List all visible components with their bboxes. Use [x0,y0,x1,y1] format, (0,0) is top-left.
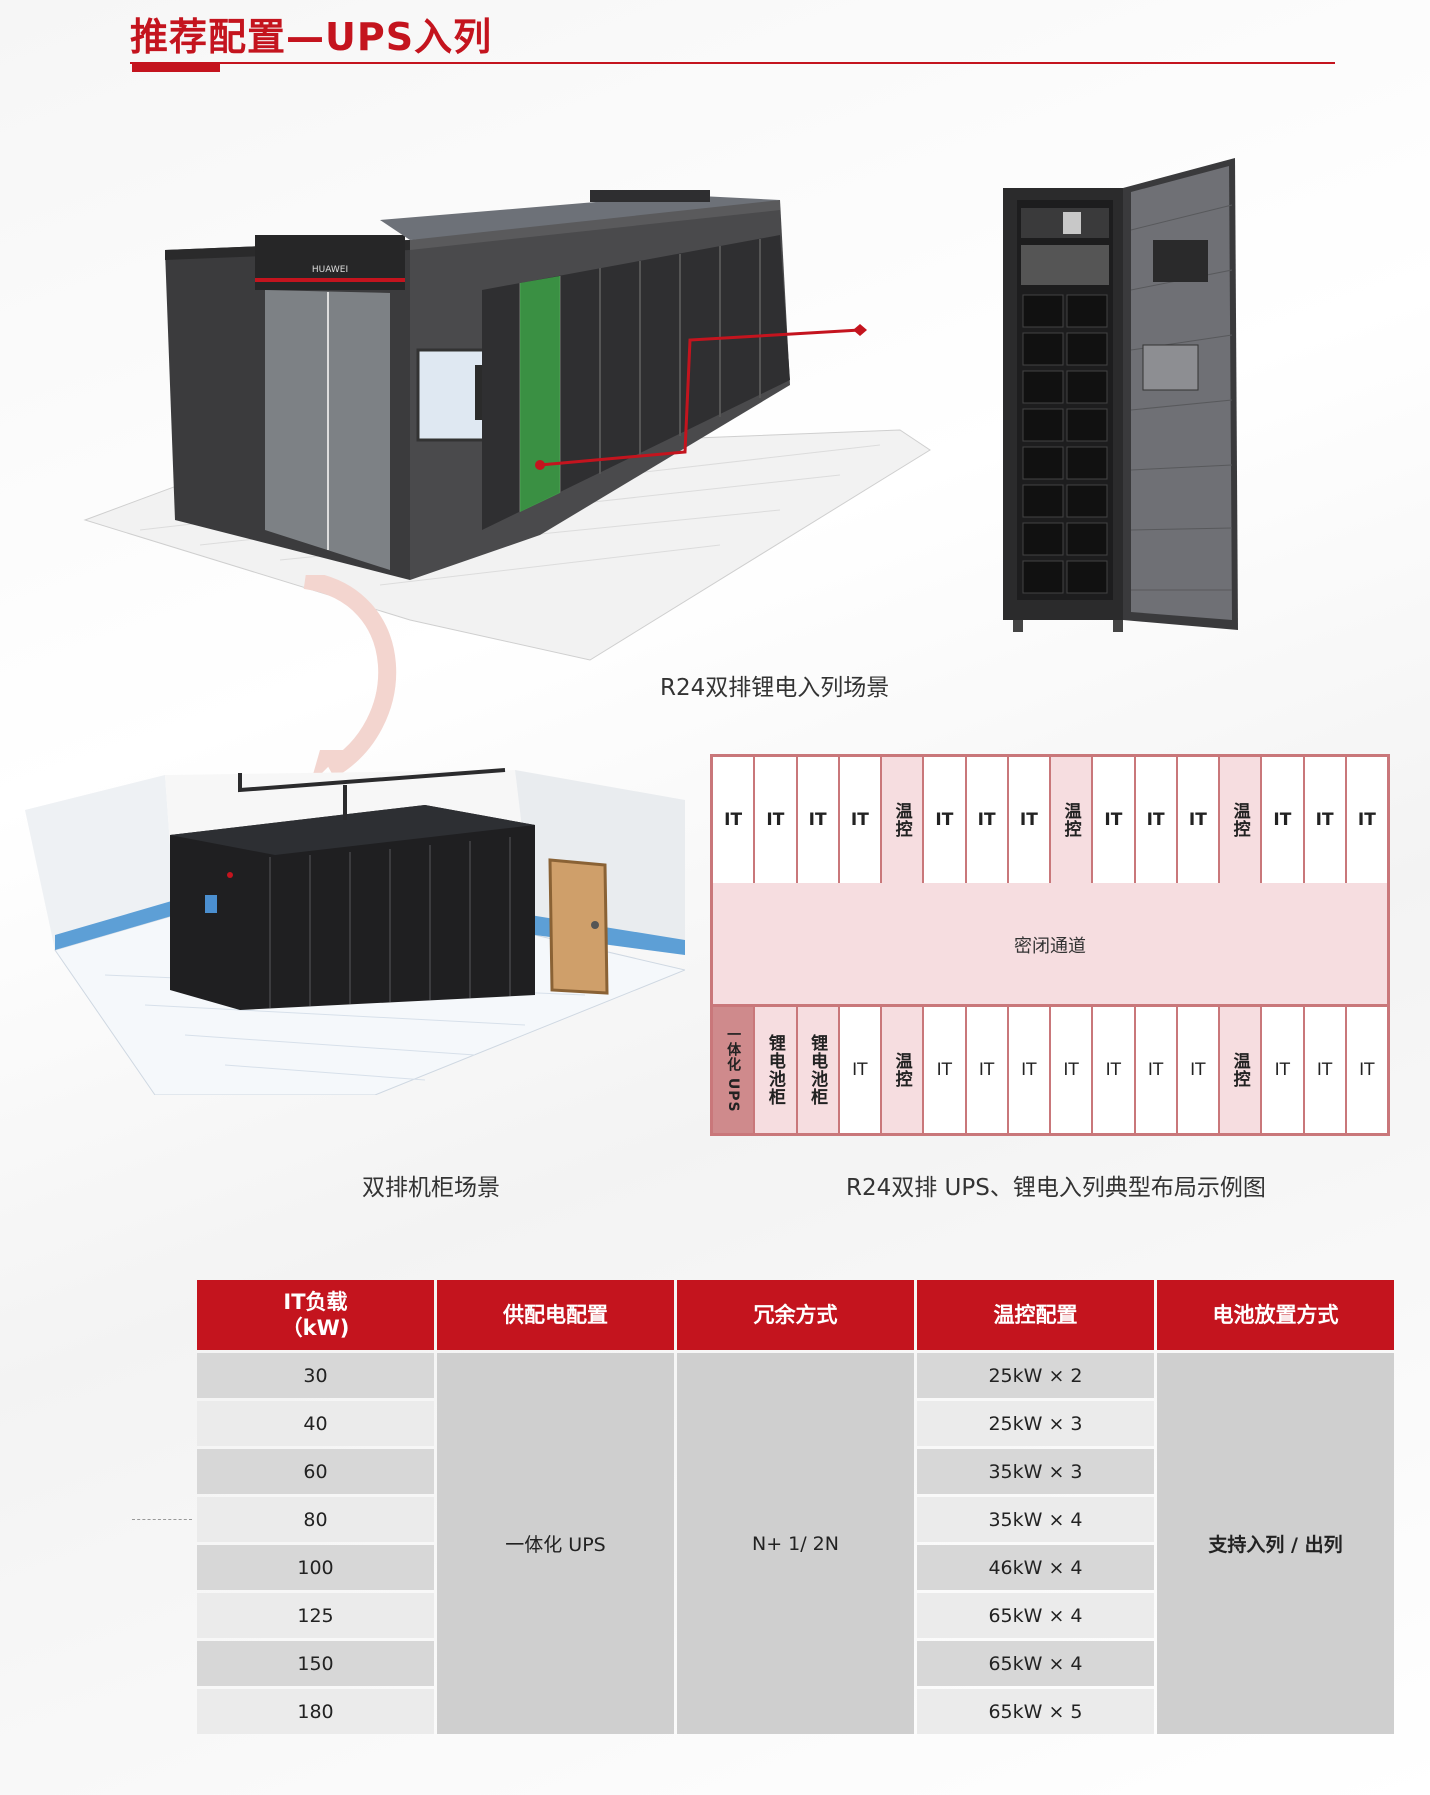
cooling-cell: 65kW × 4 [917,1641,1154,1686]
cooling-cell: 65kW × 4 [917,1593,1154,1638]
config-table: IT负载 （kW) 供配电配置 冗余方式 温控配置 电池放置方式 30 一体化 … [194,1277,1397,1737]
modular-datacenter-illustration: HUAWEI [83,190,931,661]
cooling-cell: 25kW × 3 [917,1401,1154,1446]
table-header: 电池放置方式 [1157,1280,1394,1350]
layout-cell: IT [839,1007,882,1133]
table-row: 100 46kW × 4 [197,1545,1394,1590]
load-cell: 100 [197,1545,434,1590]
layout-cell: IT [839,757,882,883]
cooling-cell: 25kW × 2 [917,1353,1154,1398]
layout-cell: IT [1135,757,1178,883]
layout-cell: IT [1262,1007,1305,1133]
layout-cell-ups: 一体化 UPS [713,1007,756,1133]
load-cell: 125 [197,1593,434,1638]
brand-logo-text: HUAWEI [312,265,348,275]
layout-cell: IT [797,757,840,883]
table-header: 温控配置 [917,1280,1154,1350]
title-underline [130,62,1335,64]
layout-cell: IT [924,1007,967,1133]
layout-cell-battery: 锂电池柜 [755,1007,798,1133]
layout-cell: IT [966,757,1009,883]
table-header: IT负载 （kW) [197,1280,434,1350]
layout-top-row: IT IT IT IT 温控 IT IT IT 温控 IT IT IT 温控 I… [713,757,1387,886]
layout-cell-cooling: 温控 [882,757,925,883]
layout-cell-battery: 锂电池柜 [797,1007,840,1133]
layout-cell: IT [924,757,967,883]
double-row-room-illustration [25,768,685,1095]
scene-top-caption: R24双排锂电入列场景 [660,675,890,701]
layout-aisle: 密闭通道 [713,883,1387,1007]
layout-cell: IT [1177,757,1220,883]
load-cell: 150 [197,1641,434,1686]
page-title: 推荐配置—UPS入列 [130,15,493,59]
layout-diagram-caption: R24双排 UPS、锂电入列典型布局示例图 [846,1175,1266,1201]
load-cell: 80 [197,1497,434,1542]
cooling-cell: 35kW × 3 [917,1449,1154,1494]
layout-cell: IT [1135,1007,1178,1133]
table-header: 冗余方式 [677,1280,914,1350]
layout-cell: IT [1093,757,1136,883]
cooling-cell: 35kW × 4 [917,1497,1154,1542]
layout-cell: IT [755,757,798,883]
layout-cell-cooling: 温控 [1220,1007,1263,1133]
redundancy-cell: N+ 1/ 2N [677,1353,914,1734]
layout-cell: IT [1304,1007,1347,1133]
table-row: 30 一体化 UPS N+ 1/ 2N 25kW × 2 支持入列 / 出列 [197,1353,1394,1734]
power-config-cell: 一体化 UPS [437,1353,674,1734]
scene-bottom-caption: 双排机柜场景 [362,1175,500,1201]
table-row: 60 35kW × 3 [197,1449,1394,1494]
table-row: 150 65kW × 4 [197,1641,1394,1686]
layout-cell: IT [966,1007,1009,1133]
layout-cell-cooling: 温控 [1220,757,1263,883]
table-row: 125 65kW × 4 [197,1593,1394,1638]
layout-cell: IT [1008,1007,1051,1133]
layout-cell: IT [713,757,756,883]
layout-cell: IT [1051,1007,1094,1133]
table-row: 180 65kW × 5 [197,1689,1394,1734]
layout-diagram: IT IT IT IT 温控 IT IT IT 温控 IT IT IT 温控 I… [710,754,1390,1136]
load-cell: 180 [197,1689,434,1734]
title-accent-bar [132,64,220,72]
table-row: 80 35kW × 4 [197,1497,1394,1542]
battery-cell: 支持入列 / 出列 [1157,1353,1394,1734]
layout-cell: IT [1304,757,1347,883]
layout-cell: IT [1262,757,1305,883]
load-cell: 60 [197,1449,434,1494]
load-cell: 30 [197,1353,434,1398]
ups-cabinet-illustration [1003,158,1238,632]
curved-arrow-icon [303,575,397,785]
cooling-cell: 65kW × 5 [917,1689,1154,1734]
layout-cell-cooling: 温控 [882,1007,925,1133]
layout-cell: IT [1177,1007,1220,1133]
cooling-cell: 46kW × 4 [917,1545,1154,1590]
layout-cell: IT [1093,1007,1136,1133]
table-header: 供配电配置 [437,1280,674,1350]
dashed-divider [132,1519,192,1520]
layout-cell-cooling: 温控 [1051,757,1094,883]
table-row: 40 25kW × 3 [197,1401,1394,1446]
layout-cell: IT [1346,757,1387,883]
load-cell: 40 [197,1401,434,1446]
layout-cell: IT [1346,1007,1387,1133]
layout-bottom-row: 一体化 UPS 锂电池柜 锂电池柜 IT 温控 IT IT IT IT IT I… [713,1004,1387,1133]
layout-cell: IT [1008,757,1051,883]
